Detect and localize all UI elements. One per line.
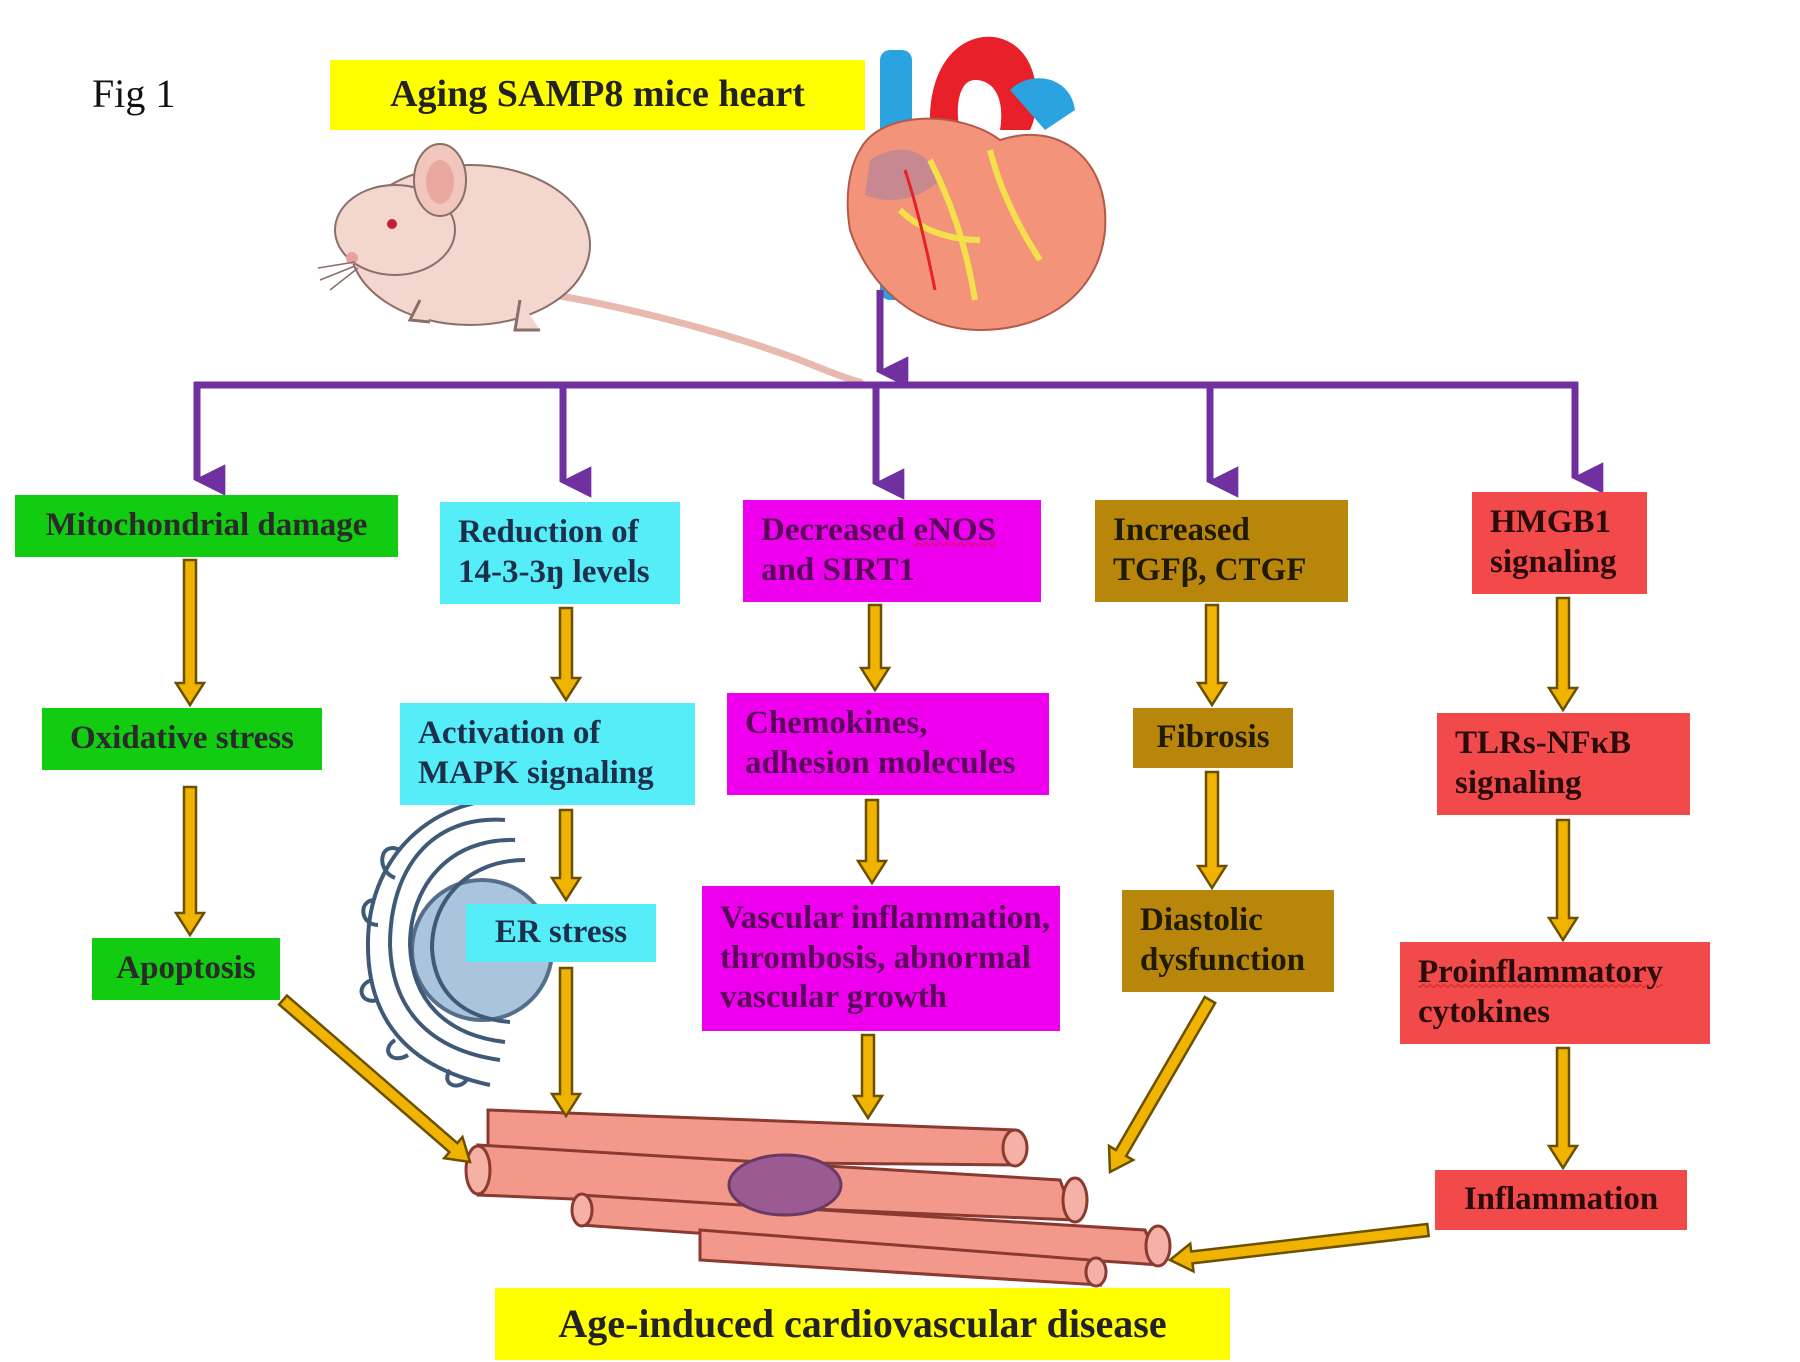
hmgb1-signaling-node: HMGB1 signaling [1472, 492, 1647, 594]
arrow-enos-to-chemokines [858, 603, 892, 693]
increased-tgf-node: Increased TGFβ, CTGF [1095, 500, 1348, 602]
arrow-tgf-to-fibrosis [1195, 603, 1229, 708]
arrow-tlrs-to-cytokines [1546, 818, 1580, 943]
arrow-mapk-to-er [549, 808, 583, 903]
reduction-14-3-3-node: Reduction of 14-3-3ŋ levels [440, 502, 680, 604]
arrow-inflammation-to-disease [1167, 1222, 1431, 1274]
mapk-activation-node: Activation of MAPK signaling [400, 703, 695, 805]
arrow-fibrosis-to-diastolic [1195, 770, 1229, 891]
arrow-er-to-disease [549, 966, 583, 1119]
mouse-illustration [317, 143, 864, 386]
arrow-chemokines-to-vascular [855, 798, 889, 886]
chemokines-node: Chemokines, adhesion molecules [727, 693, 1049, 795]
arrow-oxidative-to-apoptosis [173, 785, 207, 938]
branch-arrows [193, 290, 1604, 500]
flow-arrows [173, 558, 1580, 1274]
er-stress-node: ER stress [466, 904, 656, 962]
heart-illustration [846, 36, 1107, 332]
decreased-enos-node: Decreased eNOS and SIRT1 [743, 500, 1041, 602]
bottom-title: Age-induced cardiovascular disease [495, 1288, 1230, 1360]
diastolic-dysfunction-node: Diastolic dysfunction [1122, 890, 1334, 992]
top-title: Aging SAMP8 mice heart [330, 60, 865, 130]
apoptosis-node: Apoptosis [92, 938, 280, 1000]
proinflammatory-cytokines-node: Proinflammatory cytokines [1400, 942, 1710, 1044]
tlrs-nfkb-signaling-node: TLRs-NFκB signaling [1437, 713, 1690, 815]
figure-label: Fig 1 [92, 71, 176, 116]
inflammation-node: Inflammation [1435, 1170, 1687, 1230]
arrow-hmgb1-to-tlrs [1546, 596, 1580, 713]
oxidative-stress-node: Oxidative stress [42, 708, 322, 770]
mitochondrial-damage-node: Mitochondrial damage [15, 495, 398, 557]
arrow-diastolic-to-disease [1107, 995, 1217, 1175]
fibrosis-node: Fibrosis [1133, 708, 1293, 768]
arrow-1433-to-mapk [549, 606, 583, 703]
cardiomyocyte-illustration [464, 1108, 1172, 1288]
arrow-mito-to-oxidative [173, 558, 207, 708]
arrow-apoptosis-to-disease [277, 993, 472, 1164]
arrow-vascular-to-disease [851, 1033, 885, 1121]
arrow-cytokines-to-inflammation [1546, 1046, 1580, 1171]
vascular-inflammation-node: Vascular inflammation, thrombosis, abnor… [702, 886, 1060, 1031]
